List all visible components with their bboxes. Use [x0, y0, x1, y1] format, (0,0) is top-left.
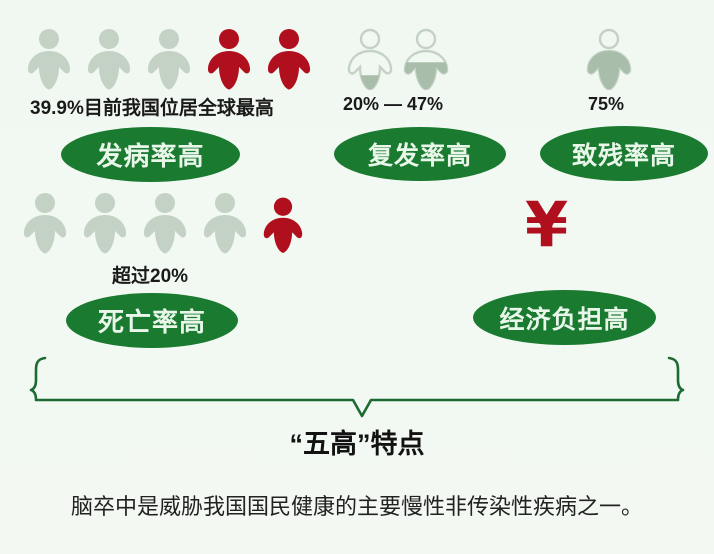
figure-group-incidence — [26, 28, 312, 90]
person-icon-gray — [142, 192, 188, 254]
stat-recurrence: 20% — 47% — [343, 94, 444, 114]
label-disability[interactable]: 致残率高 — [540, 126, 708, 181]
stat-mortality: 超过20% — [112, 266, 189, 287]
figure-group-mortality — [22, 192, 304, 254]
curly-brace-icon — [0, 350, 714, 430]
label-incidence[interactable]: 发病率高 — [61, 127, 240, 182]
label-mortality[interactable]: 死亡率高 — [66, 293, 238, 348]
person-icon-gray — [146, 28, 192, 90]
label-recurrence[interactable]: 复发率高 — [334, 127, 506, 181]
summary-title: “五高”特点 — [289, 429, 425, 459]
person-icon-red — [262, 196, 304, 254]
person-icon-gray — [86, 28, 132, 90]
person-icon-partial-47 — [403, 28, 449, 90]
person-icon-red — [266, 28, 312, 90]
figure-group-recurrence — [347, 28, 449, 90]
person-icon-partial-20 — [347, 28, 393, 90]
stat-incidence: 39.9%目前我国位居全球最高 — [30, 98, 274, 119]
figure-group-disability — [586, 28, 632, 90]
yuan-currency-icon: ¥ — [525, 188, 569, 261]
stat-disability: 75% — [588, 94, 625, 114]
person-icon-gray — [22, 192, 68, 254]
person-icon-partial-75 — [586, 28, 632, 90]
person-icon-gray — [82, 192, 128, 254]
person-icon-gray — [202, 192, 248, 254]
person-icon-gray — [26, 28, 72, 90]
person-icon-red — [206, 28, 252, 90]
footnote-text: 脑卒中是威胁我国国民健康的主要慢性非传染性疾病之一。 — [70, 494, 643, 519]
label-economic-burden[interactable]: 经济负担高 — [473, 290, 656, 345]
